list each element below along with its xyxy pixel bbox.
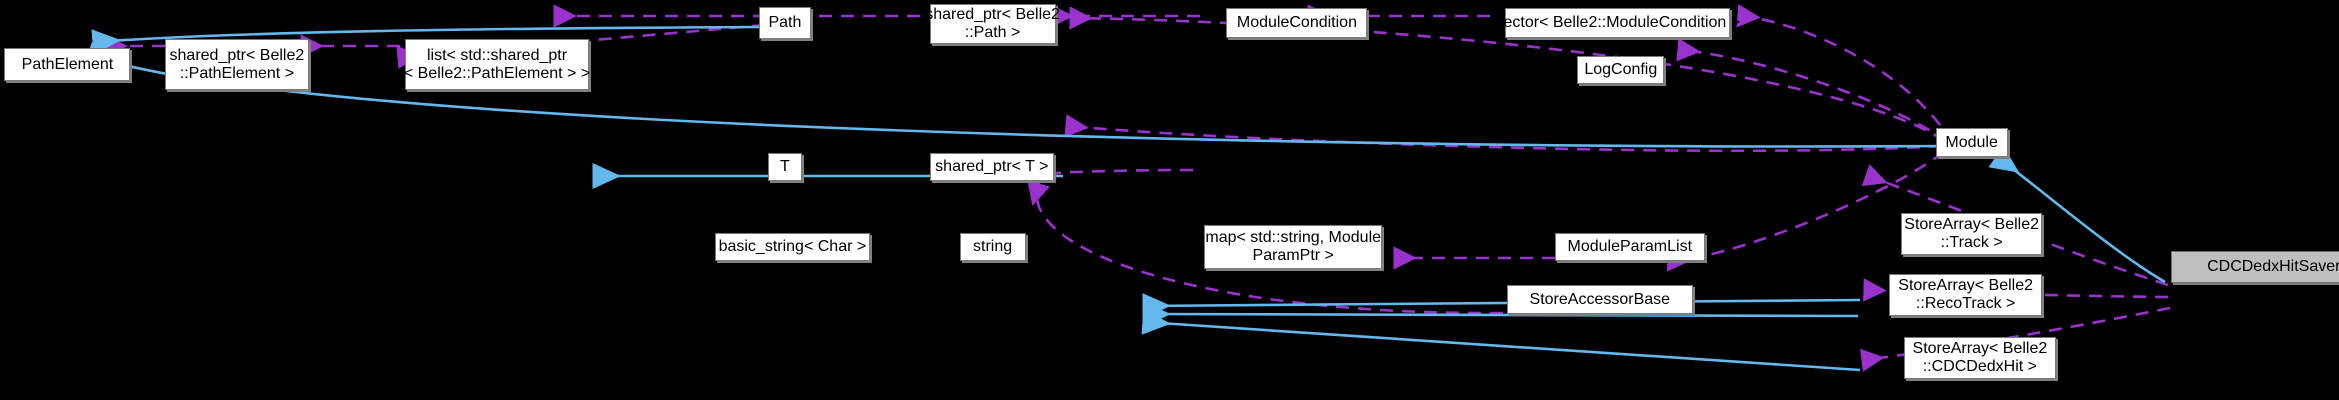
node-label: ModuleParamList xyxy=(1567,238,1693,256)
node-store-array-track[interactable]: StoreArray< Belle2 ::Track > xyxy=(1901,213,2043,256)
node-store-array-recotrack[interactable]: StoreArray< Belle2 ::RecoTrack > xyxy=(1889,273,2043,316)
edge-module-to-logconfig xyxy=(1676,38,1949,144)
edge-storearraytrack-to-storeaccessorbase xyxy=(1142,293,1861,320)
edge-storeaccessorbase-to-string xyxy=(1027,180,1504,315)
edge-storearrayreco-to-storeaccessorbase xyxy=(1142,300,1859,327)
node-label: CDCDedxHitSaverModule xyxy=(2207,258,2339,276)
node-store-array-cdcdedxhit[interactable]: StoreArray< Belle2 ::CDCDedxHit > xyxy=(1904,336,2056,379)
node-label: StoreArray< Belle2 ::CDCDedxHit > xyxy=(1912,339,2048,375)
node-vector-module-condition[interactable]: vector< Belle2::ModuleCondition > xyxy=(1496,8,1740,38)
node-shared-ptr-path[interactable]: shared_ptr< Belle2 ::Path > xyxy=(925,4,1060,44)
edge-storearraycdcdedx-to-storeaccessorbase xyxy=(1141,308,1861,372)
node-label: shared_ptr< Belle2 ::PathElement > xyxy=(169,46,305,82)
node-list-shared-ptr-pathelement[interactable]: list< std::shared_ptr < Belle2::PathElem… xyxy=(403,39,591,90)
node-label: shared_ptr< Belle2 ::Path > xyxy=(925,5,1060,41)
node-label: StoreArray< Belle2 ::RecoTrack > xyxy=(1898,276,2034,312)
node-label: vector< Belle2::ModuleCondition > xyxy=(1495,14,1741,32)
node-label: ModuleCondition xyxy=(1236,14,1357,32)
node-shared-ptr-pathelement[interactable]: shared_ptr< Belle2 ::PathElement > xyxy=(164,39,309,90)
node-basic-string-char[interactable]: basic_string< Char > xyxy=(715,232,870,262)
node-log-config[interactable]: LogConfig xyxy=(1577,56,1665,85)
node-label: shared_ptr< T > xyxy=(935,158,1049,176)
node-label: PathElement xyxy=(21,55,114,73)
node-module[interactable]: Module xyxy=(1935,127,2008,158)
node-label: Path xyxy=(768,14,802,32)
node-label: basic_string< Char > xyxy=(718,238,867,256)
edge-cdcdedxhitsaver-to-module xyxy=(1988,145,2166,284)
edge-module-to-sharedptrt xyxy=(1064,114,1943,153)
node-label: T xyxy=(780,158,790,176)
node-map-string-moduleparamptr[interactable]: map< std::string, Module ParamPtr > xyxy=(1203,224,1383,270)
node-module-param-list[interactable]: ModuleParamList xyxy=(1554,232,1705,262)
usage-edges xyxy=(104,4,2171,372)
node-label: map< std::string, Module ParamPtr > xyxy=(1205,229,1382,264)
node-label: StoreAccessorBase xyxy=(1529,290,1671,308)
node-label: LogConfig xyxy=(1584,61,1658,79)
node-shared-ptr-t[interactable]: shared_ptr< T > xyxy=(929,152,1055,182)
edge-module-to-sharedptrpath xyxy=(1069,6,1946,143)
edge-cdcdedx-to-storearraycdcdedx xyxy=(1860,306,2171,372)
edge-module-to-vector xyxy=(1736,4,1955,144)
node-store-accessor-base[interactable]: StoreAccessorBase xyxy=(1506,284,1693,315)
node-label: string xyxy=(973,238,1013,256)
node-module-condition[interactable]: ModuleCondition xyxy=(1226,8,1368,38)
node-string[interactable]: string xyxy=(959,232,1026,262)
node-cdcdedxhitsavermodule[interactable]: CDCDedxHitSaverModule xyxy=(2171,251,2339,284)
node-path[interactable]: Path xyxy=(758,7,812,40)
node-pathelement[interactable]: PathElement xyxy=(4,47,131,82)
edge-path-to-pathelement xyxy=(91,25,761,56)
node-label: Module xyxy=(1945,133,1998,151)
inheritance-edges xyxy=(83,25,2166,372)
node-label: StoreArray< Belle2 ::Track > xyxy=(1904,216,2040,252)
node-label: list< std::shared_ptr < Belle2::PathElem… xyxy=(403,46,591,82)
node-t[interactable]: T xyxy=(767,152,803,182)
